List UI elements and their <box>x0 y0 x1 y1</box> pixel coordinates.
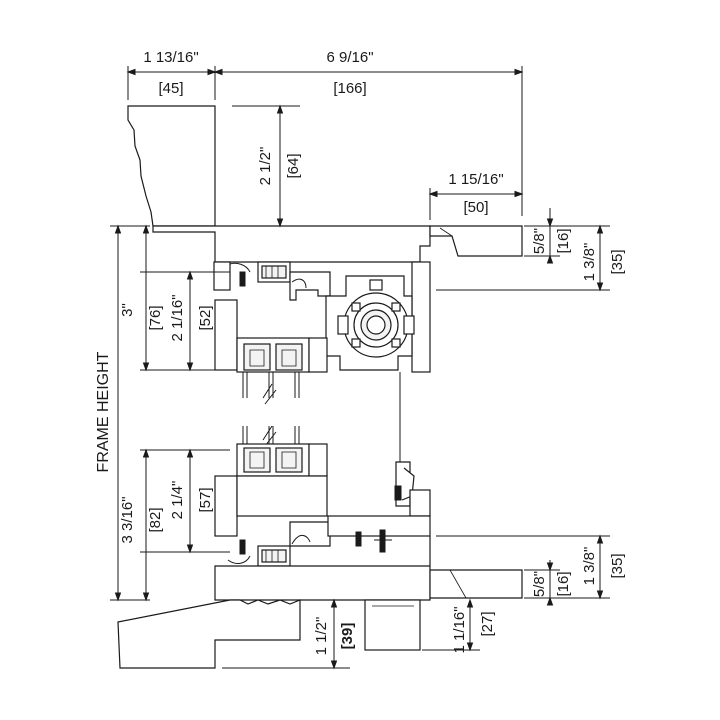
frame-height-label: FRAME HEIGHT <box>95 351 112 472</box>
top-sash-rail <box>289 271 331 301</box>
dim-sill-small-imperial: 5/8" <box>531 571 548 597</box>
dim-head-jamb-imperial: 1 3/8" <box>581 243 598 282</box>
top-sash-stile <box>214 299 238 371</box>
sill-jamb <box>214 536 431 601</box>
dim-top-sash-imperial: 2 1/16" <box>169 294 186 341</box>
sash-lock <box>394 372 431 517</box>
dim-bottom-3in-imperial: 3 3/16" <box>119 496 136 543</box>
dim-top-total-imperial: 6 9/16" <box>326 49 373 66</box>
dim-head-ext-imperial: 1 15/16" <box>448 171 503 188</box>
dim-top-total-metric: [166] <box>333 80 366 97</box>
sill-extension <box>429 569 523 599</box>
dim-sill-stool-metric: [39] <box>339 623 356 650</box>
dimension-labels: 1 13/16" [45] 6 9/16" [166] 2 1/2" [64] … <box>95 49 626 655</box>
dim-sill-nose-metric: [27] <box>479 611 496 636</box>
head-jamb <box>152 225 431 263</box>
dim-sill-nose-imperial: 1 1/16" <box>451 606 468 653</box>
dim-head-small-imperial: 5/8" <box>531 228 548 254</box>
glass-bottom <box>242 426 300 444</box>
glass-top <box>242 372 300 398</box>
dim-head-small-metric: [16] <box>555 228 572 253</box>
dim-bottom-sash-metric: [57] <box>197 487 214 512</box>
dim-head-jamb-metric: [35] <box>609 249 626 274</box>
dim-bottom-3in-metric: [82] <box>147 507 164 532</box>
head-frame-upright <box>411 261 431 373</box>
bottom-sash-stile <box>214 475 238 537</box>
sill-nose <box>364 599 421 651</box>
dim-head-casing-metric: [64] <box>285 153 302 178</box>
dim-top-3in-imperial: 3" <box>119 303 136 317</box>
dim-top-3in-metric: [76] <box>147 305 164 330</box>
dimension-lines <box>110 66 610 670</box>
dim-bottom-sash-imperial: 2 1/4" <box>169 481 186 520</box>
dim-sill-stool-imperial: 1 1/2" <box>313 617 330 656</box>
dim-top-left-imperial: 1 13/16" <box>143 49 198 66</box>
head-extension <box>429 225 523 257</box>
dim-top-left-metric: [45] <box>158 80 183 97</box>
dim-sill-jamb-imperial: 1 3/8" <box>581 547 598 586</box>
dim-sill-jamb-metric: [35] <box>609 553 626 578</box>
top-weatherstrip <box>213 261 231 291</box>
head-casing <box>127 105 216 227</box>
dim-top-sash-metric: [52] <box>197 305 214 330</box>
balance-housing <box>325 275 415 371</box>
bottom-sash-rail <box>289 521 331 547</box>
stool <box>117 599 301 669</box>
dim-head-ext-metric: [50] <box>463 199 488 216</box>
dim-sill-small-metric: [16] <box>555 571 572 596</box>
window-profiles <box>117 105 523 669</box>
dim-head-casing-imperial: 2 1/2" <box>257 147 274 186</box>
